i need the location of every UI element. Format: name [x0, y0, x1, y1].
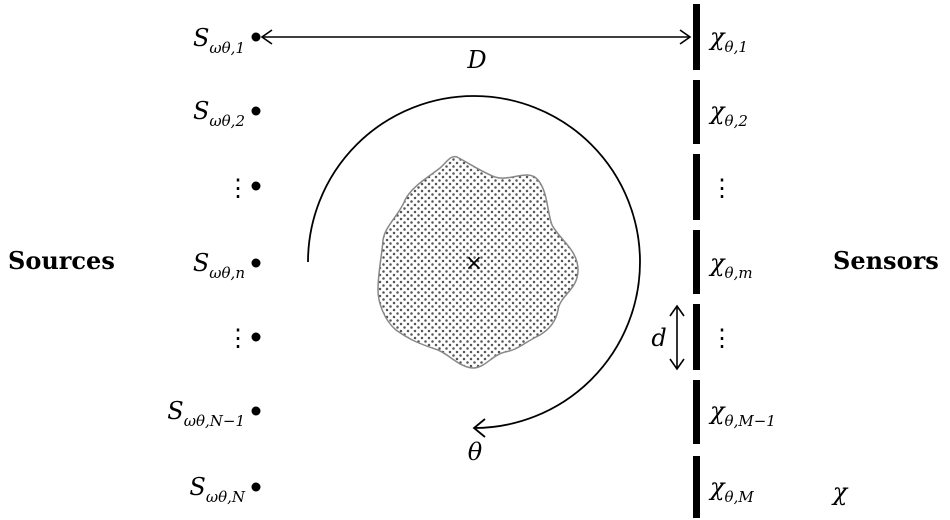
- source-n-dot: [251, 258, 261, 268]
- svg-text:Sωθ,1: Sωθ,1: [193, 24, 245, 57]
- rotation-angle-label: θ: [468, 438, 483, 466]
- scattering-object: [377, 155, 579, 369]
- sensor-ellipsis-upper: ⋮: [710, 174, 734, 202]
- spacing-label: d: [651, 324, 666, 352]
- sensor-label-M: χθ,M: [708, 473, 754, 506]
- source-column: Sωθ,1 Sωθ,2 ⋮ Sωθ,n ⋮ Sωθ,N−1 Sωθ,N: [167, 24, 261, 506]
- sensor-bar-2: [693, 80, 700, 144]
- sensor-ellipsis-lower: ⋮: [710, 324, 734, 352]
- sensor-bar-7: [693, 456, 700, 518]
- sources-label: Sources: [8, 246, 115, 275]
- source-1: Sωθ,1: [193, 24, 261, 57]
- distance-arrow: [260, 29, 692, 45]
- source-2-dot: [251, 106, 261, 116]
- source-2: Sωθ,2: [193, 97, 261, 130]
- sensor-bar-5: [693, 304, 700, 370]
- object-center-marker: ×: [465, 251, 483, 276]
- source-1-dot: [251, 32, 261, 42]
- svg-text:Sωθ,2: Sωθ,2: [193, 97, 245, 130]
- source-n-minus-1-dot: [251, 406, 261, 416]
- svg-text:Sωθ,N−1: Sωθ,N−1: [167, 397, 245, 430]
- source-n-minus-1: Sωθ,N−1: [167, 397, 261, 430]
- sensor-label-1: χθ,1: [708, 23, 748, 56]
- source-ellipsis-lower: ⋮: [226, 324, 261, 352]
- sensors-label: Sensors: [833, 246, 939, 275]
- sensor-bar-1: [693, 4, 700, 70]
- sensor-label-M-minus-1: χθ,M−1: [708, 397, 776, 430]
- spacing-arrow: [669, 304, 685, 371]
- svg-text:⋮: ⋮: [226, 174, 250, 202]
- source-ellipsis-lower-dot: [251, 332, 261, 342]
- sensor-bar-3: [693, 154, 700, 220]
- sensor-labels: χθ,1 χθ,2 ⋮ χθ,m ⋮ χθ,M−1 χθ,M: [708, 23, 776, 506]
- rotation-arrow: [307, 95, 641, 438]
- source-ellipsis-upper: ⋮: [226, 174, 261, 202]
- sensor-label-m: χθ,m: [708, 249, 753, 282]
- source-N: Sωθ,N: [189, 473, 261, 506]
- source-N-dot: [251, 482, 261, 492]
- sensor-bar-6: [693, 380, 700, 444]
- sensor-label-2: χθ,2: [708, 97, 748, 130]
- sensor-set-label: χ: [831, 478, 849, 506]
- source-n: Sωθ,n: [193, 249, 261, 282]
- svg-text:⋮: ⋮: [226, 324, 250, 352]
- sensor-bar-4: [693, 230, 700, 294]
- sensor-array: [693, 4, 700, 518]
- svg-text:Sωθ,n: Sωθ,n: [193, 249, 245, 282]
- svg-text:Sωθ,N: Sωθ,N: [189, 473, 245, 506]
- source-ellipsis-upper-dot: [251, 181, 261, 191]
- distance-label: D: [466, 46, 486, 74]
